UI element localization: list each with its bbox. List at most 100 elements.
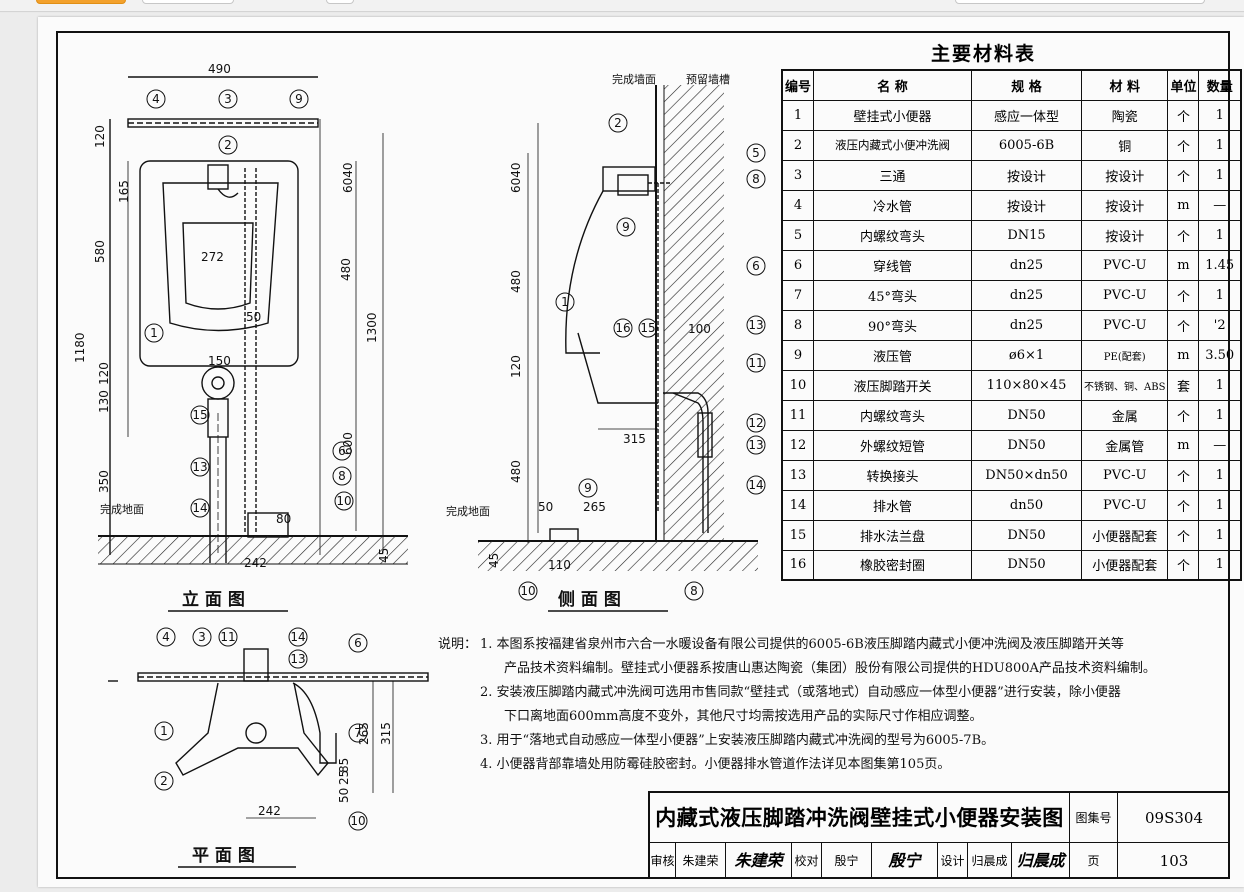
svg-text:242: 242 [258, 804, 281, 818]
table-cell: 1 [1198, 489, 1242, 521]
callout-balloon: 7 [348, 723, 368, 743]
table-cell: 4 [781, 189, 815, 221]
svg-text:50: 50 [538, 500, 553, 514]
svg-text:7: 7 [354, 726, 362, 740]
svg-text:12: 12 [748, 416, 763, 430]
callout-balloon: 9 [616, 217, 636, 237]
designer-name: 归晨成 [968, 843, 1012, 879]
table-cell: 1.45 [1198, 249, 1242, 281]
reviewer-signature: 朱建荣 [726, 843, 792, 879]
secondary-action-button[interactable] [142, 0, 234, 4]
callout-balloon: 14 [288, 627, 308, 647]
note-line: 3. 用于“落地式自动感应一体型小便器”上安装液压脚踏内藏式冲洗阀的型号为600… [480, 733, 995, 748]
table-cell: 1 [1198, 459, 1242, 491]
svg-text:11: 11 [748, 356, 763, 370]
checker-name: 殷宁 [822, 843, 872, 879]
table-cell: 个 [1167, 489, 1200, 521]
document-viewer[interactable]: 490 315 [0, 13, 1244, 892]
callout-balloon: 4 [146, 89, 166, 109]
table-cell: 外螺纹短管 [813, 429, 973, 461]
callout-balloon: 15 [190, 405, 210, 425]
materials-table-title: 主要材料表 [931, 43, 1037, 65]
svg-text:9: 9 [622, 220, 630, 234]
table-cell: PVC-U [1081, 309, 1169, 341]
svg-text:265: 265 [583, 500, 606, 514]
callout-balloon: 1 [555, 292, 575, 312]
svg-text:4: 4 [162, 630, 170, 644]
svg-text:480: 480 [509, 460, 523, 483]
callout-balloon: 3 [218, 89, 238, 109]
table-cell: 个 [1167, 549, 1200, 581]
svg-text:490: 490 [208, 62, 231, 76]
svg-text:6: 6 [338, 444, 346, 458]
table-cell: PVC-U [1081, 489, 1169, 521]
table-cell: 液压脚踏开关 [813, 369, 973, 401]
callout-balloon: 16 [613, 318, 633, 338]
table-cell: DN50 [971, 399, 1083, 431]
primary-action-button[interactable] [36, 0, 126, 4]
table-cell: PVC-U [1081, 279, 1169, 311]
note-line: 产品技术资料编制。壁挂式小便器系按唐山惠达陶瓷（集团）股份有限公司提供的HDU8… [504, 661, 1156, 676]
table-cell: ø6×1 [971, 339, 1083, 371]
callout-balloon: 8 [746, 169, 766, 189]
table-cell: 1 [1198, 519, 1242, 551]
svg-text:8: 8 [338, 469, 346, 483]
callout-balloon: 10 [334, 491, 354, 511]
svg-text:1300: 1300 [365, 312, 379, 343]
small-action-button[interactable] [326, 0, 354, 4]
note-line: 2. 安装液压脚踏内藏式冲洗阀可选用市售同款“壁挂式（或落地式）自动感应一体型小… [480, 685, 1121, 700]
svg-text:350: 350 [97, 470, 111, 493]
svg-text:45: 45 [487, 553, 501, 568]
table-header-row: 编号 名 称 规 格 材 料 单位 数量 [781, 69, 1242, 101]
callout-balloon: 14 [190, 498, 210, 518]
svg-text:13: 13 [748, 318, 763, 332]
table-cell: 1 [1198, 399, 1242, 431]
svg-text:8: 8 [752, 172, 760, 186]
table-cell: 套 [1167, 369, 1200, 401]
table-cell: 1 [1198, 219, 1242, 251]
table-cell: dn50 [971, 489, 1083, 521]
svg-text:9: 9 [584, 481, 592, 495]
svg-text:165: 165 [117, 180, 131, 203]
svg-text:265: 265 [357, 722, 371, 745]
note-line: 4. 小便器背部靠墙处用防霉硅胶密封。小便器排水管道作法详见本图集第105页。 [480, 757, 951, 772]
table-cell: 个 [1167, 99, 1200, 131]
search-box[interactable] [955, 0, 1205, 4]
table-cell: m [1167, 339, 1200, 371]
table-cell: 转换接头 [813, 459, 973, 491]
svg-text:25: 25 [337, 770, 351, 785]
review-label: 审核 [650, 843, 676, 879]
table-cell: dn25 [971, 249, 1083, 281]
svg-text:50: 50 [246, 310, 261, 324]
table-cell: 10 [781, 369, 815, 401]
table-cell: 排水管 [813, 489, 973, 521]
table-cell: DN50×dn50 [971, 459, 1083, 491]
svg-text:完成地面: 完成地面 [446, 504, 490, 518]
callout-balloon: 5 [746, 143, 766, 163]
design-label: 设计 [938, 843, 968, 879]
column-header: 材 料 [1081, 69, 1169, 101]
table-cell: 16 [781, 549, 815, 581]
callout-balloon: 3 [192, 627, 212, 647]
table-cell: 按设计 [971, 189, 1083, 221]
svg-text:13: 13 [748, 438, 763, 452]
table-cell: 按设计 [1081, 219, 1169, 251]
svg-text:预留墙槽: 预留墙槽 [686, 72, 730, 86]
table-cell: DN15 [971, 219, 1083, 251]
table-cell: 12 [781, 429, 815, 461]
callout-balloon: 10 [348, 811, 368, 831]
svg-text:14: 14 [192, 501, 207, 515]
callout-balloon: 6 [348, 633, 368, 653]
callout-balloon: 15 [638, 318, 658, 338]
callout-balloon: 2 [218, 135, 238, 155]
svg-text:45: 45 [377, 548, 391, 563]
drawing-title: 内藏式液压脚踏冲洗阀壁挂式小便器安装图 [650, 793, 1070, 843]
svg-text:315: 315 [379, 722, 393, 745]
table-cell: — [1198, 189, 1242, 221]
atlas-number: 09S304 [1118, 793, 1230, 843]
